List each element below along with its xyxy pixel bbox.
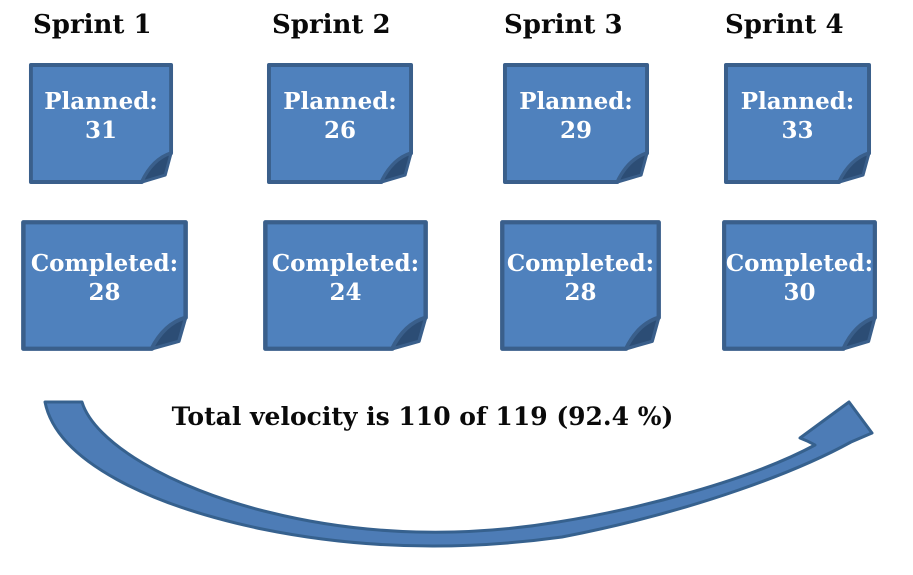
planned-label: Planned:	[740, 87, 855, 115]
curved-arrow-shape	[43, 400, 874, 548]
planned-value: 33	[781, 116, 814, 144]
sprint-3-planned-note: Planned: 29	[502, 62, 650, 185]
note-fold-corner	[615, 151, 649, 184]
sprint-1-planned-note: Planned: 31	[28, 62, 174, 185]
note-fold-corner	[140, 151, 173, 184]
sticky-note-shape	[263, 220, 428, 351]
sticky-note-shape	[722, 220, 877, 351]
note-fold-corner	[624, 316, 661, 351]
sticky-note-shape	[502, 62, 650, 185]
sprint-title-1: Sprint 1	[33, 10, 152, 40]
planned-value: 26	[323, 116, 356, 144]
completed-value: 30	[783, 278, 816, 306]
completed-value: 28	[88, 278, 121, 306]
note-fold-corner	[390, 316, 428, 351]
note-fold-corner	[841, 316, 877, 351]
sprint-4-planned-note: Planned: 33	[723, 62, 872, 185]
planned-label: Planned:	[283, 87, 397, 115]
note-fold-corner	[379, 151, 413, 184]
planned-value: 29	[559, 116, 592, 144]
sprint-2-completed-note: Completed: 24	[262, 219, 429, 352]
note-fold-corner	[150, 316, 188, 351]
sticky-note-shape	[28, 62, 174, 185]
planned-value: 31	[84, 116, 117, 144]
note-fold-corner	[837, 151, 871, 184]
sprint-2-planned-note: Planned: 26	[266, 62, 414, 185]
sprint-4-completed-note: Completed: 30	[721, 219, 878, 352]
completed-value: 24	[329, 278, 362, 306]
sprint-3-completed-note: Completed: 28	[499, 219, 662, 352]
planned-label: Planned:	[519, 87, 633, 115]
completed-value: 28	[564, 278, 597, 306]
total-velocity-text: Total velocity is 110 of 119 (92.4 %)	[171, 402, 674, 431]
sticky-note-shape	[21, 220, 188, 351]
sticky-note-shape	[500, 220, 661, 351]
sprint-title-4: Sprint 4	[725, 10, 844, 40]
completed-label: Completed:	[506, 249, 655, 277]
sticky-note-shape	[723, 62, 872, 185]
sticky-note-shape	[266, 62, 414, 185]
planned-label: Planned:	[44, 87, 158, 115]
sprint-title-2: Sprint 2	[272, 10, 391, 40]
completed-label: Completed:	[30, 249, 179, 277]
completed-label: Completed:	[271, 249, 420, 277]
completed-label: Completed:	[725, 249, 874, 277]
sprint-title-3: Sprint 3	[504, 10, 623, 40]
sprint-1-completed-note: Completed: 28	[20, 219, 189, 352]
